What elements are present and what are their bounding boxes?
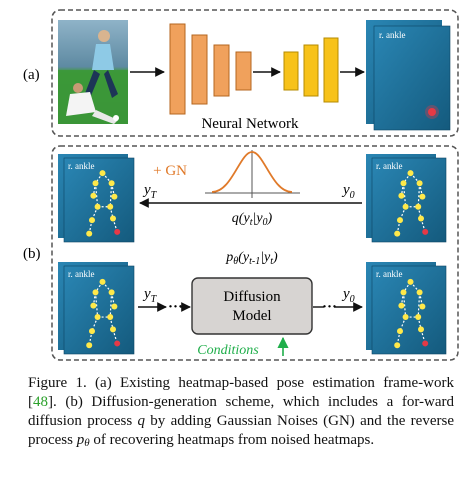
keypoint xyxy=(99,278,106,285)
keypoint xyxy=(92,289,99,296)
gaussian-noise-curve xyxy=(205,150,300,198)
keypoint xyxy=(418,326,424,333)
keypoint xyxy=(418,215,424,222)
keypoint xyxy=(94,314,101,321)
heatmap-stack-bottom-right: r. ankle xyxy=(366,262,447,355)
heatmap-tr-label: r. ankle xyxy=(376,161,403,171)
keypoint xyxy=(402,314,409,321)
keypoint xyxy=(397,217,403,224)
keypoint xyxy=(394,342,401,349)
panel-b-frame xyxy=(51,145,459,361)
keypoint xyxy=(111,193,118,200)
heatmap-tl-label: r. ankle xyxy=(68,161,95,171)
y-0-bottom: y0 xyxy=(341,286,355,305)
skeleton-bone xyxy=(402,292,407,318)
keypoint xyxy=(416,289,423,296)
keypoint xyxy=(402,203,409,210)
keypoint xyxy=(86,230,93,237)
diagram-canvas: (a) Neural Network r. ankle (b xyxy=(23,9,459,361)
keypoint xyxy=(89,217,95,224)
figure-caption: Figure 1. (a) Existing heatmap-based pos… xyxy=(28,375,454,449)
heatmap-stack-top-left: r. ankle xyxy=(58,154,135,243)
diffusion-model-box xyxy=(191,277,313,335)
panel-a-label: (a) xyxy=(23,67,40,83)
keypoint xyxy=(407,170,414,177)
encoder-layers xyxy=(169,23,252,115)
dots-left: ··· xyxy=(168,299,183,315)
keypoint xyxy=(407,278,414,285)
reverse-expression: pθ(yt-1|yt) xyxy=(225,250,278,267)
keypoint xyxy=(92,180,99,187)
heatmap-stack-top-right: r. ankle xyxy=(366,154,447,243)
panel-b-label: (b) xyxy=(23,246,41,262)
keypoint xyxy=(90,192,97,199)
keypoint xyxy=(89,328,95,335)
skeleton-bone xyxy=(109,292,113,318)
heatmap-bl-label: r. ankle xyxy=(68,269,95,279)
heatmap-stack-bottom-left: r. ankle xyxy=(58,262,135,355)
keypoint xyxy=(415,314,422,321)
decoder-layers xyxy=(283,37,339,103)
keypoint xyxy=(86,342,93,349)
input-photo xyxy=(58,20,128,124)
keypoint xyxy=(400,180,407,187)
y-0-top: y0 xyxy=(341,182,355,201)
keypoint xyxy=(416,180,423,187)
heatmap-br-label: r. ankle xyxy=(376,269,403,279)
network-label: Neural Network xyxy=(201,116,299,132)
keypoint xyxy=(422,340,429,347)
keypoint xyxy=(107,314,114,321)
heatmap-a-label: r. ankle xyxy=(379,30,406,40)
keypoint xyxy=(397,328,403,335)
keypoint xyxy=(398,192,405,199)
keypoint xyxy=(108,180,115,187)
keypoint xyxy=(415,203,422,210)
panel-a-frame xyxy=(51,9,459,137)
keypoint xyxy=(90,302,97,309)
noise-label: + GN xyxy=(153,163,187,179)
keypoint xyxy=(419,193,426,200)
keypoint xyxy=(99,170,106,177)
conditions-label: Conditions xyxy=(197,343,259,358)
keypoint xyxy=(114,340,121,347)
keypoint xyxy=(419,303,426,310)
keypoint xyxy=(94,203,101,210)
keypoint xyxy=(111,303,118,310)
keypoint xyxy=(110,326,116,333)
output-heatmap: r. ankle xyxy=(366,20,451,131)
skeleton-bone xyxy=(94,292,99,318)
keypoint xyxy=(398,302,405,309)
dots-right: ··· xyxy=(322,299,337,315)
diffusion-box-line1: Diffusion xyxy=(223,289,281,305)
citation-link[interactable]: 48 xyxy=(33,394,48,410)
pose-skeletons xyxy=(86,170,429,349)
skeleton-bone xyxy=(417,292,421,318)
forward-expression: q(yt|y0) xyxy=(232,211,273,228)
y-T-bottom: yT xyxy=(142,286,158,305)
y-T-top: yT xyxy=(142,182,158,201)
keypoint xyxy=(114,228,121,235)
diffusion-box-line2: Model xyxy=(232,308,271,324)
keypoint xyxy=(400,289,407,296)
keypoint xyxy=(108,289,115,296)
keypoint xyxy=(110,215,116,222)
keypoint xyxy=(107,203,114,210)
keypoint xyxy=(394,230,401,237)
keypoint xyxy=(422,228,429,235)
